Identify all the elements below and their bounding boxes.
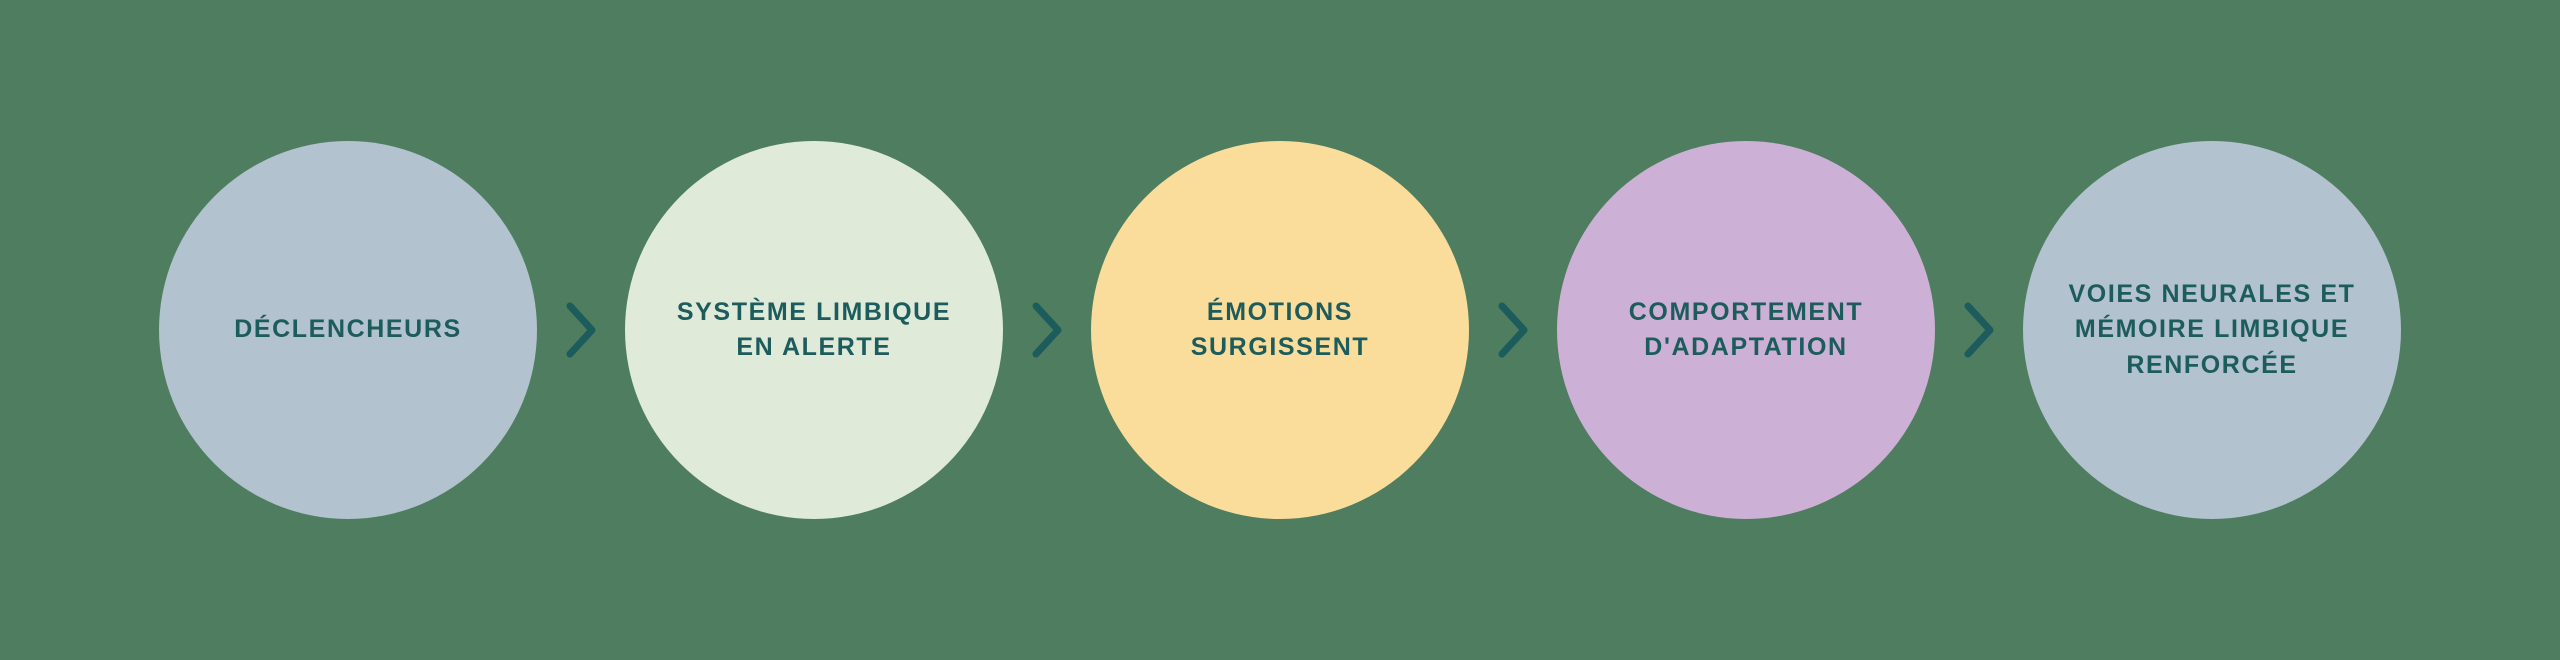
- step-label-declencheurs: DÉCLENCHEURS: [234, 315, 462, 344]
- step-circle-declencheurs: DÉCLENCHEURS: [159, 141, 537, 519]
- chevron-right-icon: [1495, 299, 1531, 361]
- step-label-voies-neurales: VOIES NEURALES ET MÉMOIRE LIMBIQUE RENFO…: [2068, 279, 2356, 379]
- step-label-comportement: COMPORTEMENT D'ADAPTATION: [1628, 297, 1864, 362]
- step-label-systeme-limbique: SYSTÈME LIMBIQUE EN ALERTE: [676, 297, 952, 362]
- chevron-right-icon: [563, 299, 599, 361]
- step-circle-voies-neurales: VOIES NEURALES ET MÉMOIRE LIMBIQUE RENFO…: [2023, 141, 2401, 519]
- step-circle-emotions: ÉMOTIONS SURGISSENT: [1091, 141, 1469, 519]
- process-flow: DÉCLENCHEURS SYSTÈME LIMBIQUE EN ALERTE …: [159, 141, 2401, 519]
- chevron-right-icon: [1029, 299, 1065, 361]
- step-label-emotions: ÉMOTIONS SURGISSENT: [1190, 297, 1370, 362]
- step-circle-comportement: COMPORTEMENT D'ADAPTATION: [1557, 141, 1935, 519]
- chevron-right-icon: [1961, 299, 1997, 361]
- step-circle-systeme-limbique: SYSTÈME LIMBIQUE EN ALERTE: [625, 141, 1003, 519]
